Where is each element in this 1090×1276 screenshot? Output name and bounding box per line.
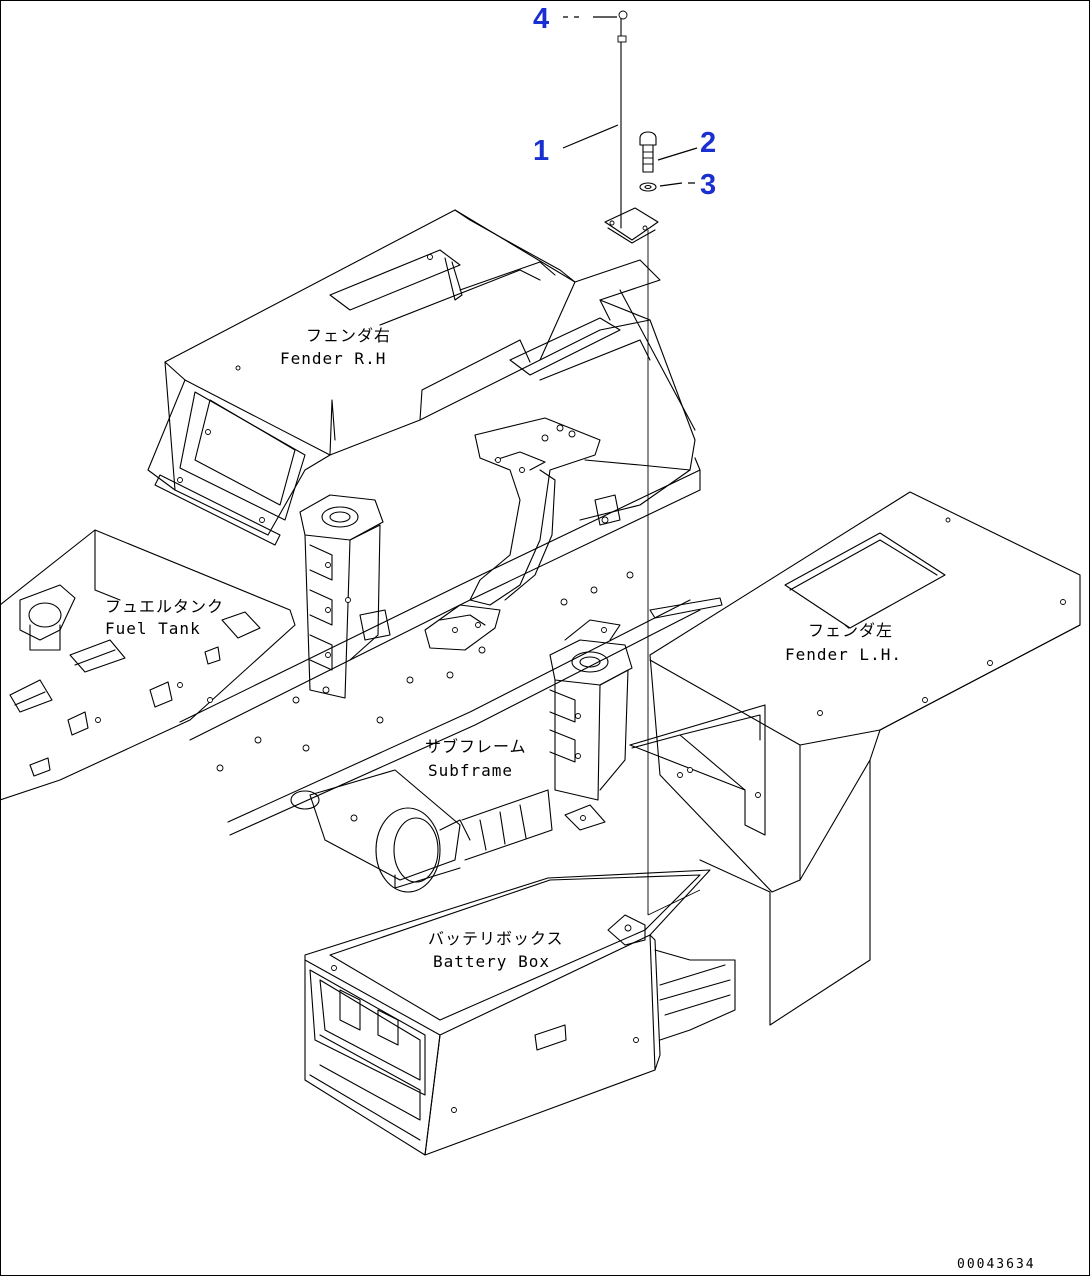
fuel-tank bbox=[0, 529, 296, 801]
callout-1: 1 bbox=[533, 135, 549, 167]
drawing-code: 00043634 bbox=[957, 1257, 1036, 1272]
label-fuel-tank-jp: フュエルタンク bbox=[105, 597, 224, 616]
rail-bracket bbox=[424, 604, 501, 651]
rail-holes bbox=[216, 571, 634, 772]
subframe-cylinder bbox=[290, 769, 553, 893]
label-fender-rh-jp: フェンダ右 bbox=[306, 326, 391, 345]
fender-lh bbox=[629, 491, 1081, 1026]
label-subframe-en: Subframe bbox=[428, 761, 513, 780]
callout-2: 2 bbox=[700, 127, 716, 159]
antenna-assembly bbox=[604, 10, 701, 916]
left-pillar bbox=[299, 494, 391, 699]
callout-4: 4 bbox=[533, 3, 549, 35]
label-battery-box-en: Battery Box bbox=[433, 952, 550, 971]
right-pillar bbox=[549, 619, 633, 801]
battery-box bbox=[304, 804, 736, 1156]
fender-rh bbox=[147, 209, 576, 546]
label-fender-lh-en: Fender L.H. bbox=[785, 645, 902, 664]
label-fuel-tank-en: Fuel Tank bbox=[105, 619, 201, 638]
callout-3: 3 bbox=[700, 169, 716, 201]
label-fender-rh-en: Fender R.H bbox=[280, 349, 386, 368]
label-subframe-jp: サブフレーム bbox=[425, 737, 527, 756]
callout-leaders bbox=[562, 16, 698, 187]
label-fender-lh-jp: フェンダ左 bbox=[808, 621, 893, 640]
label-battery-box-jp: バッテリボックス bbox=[428, 929, 564, 948]
